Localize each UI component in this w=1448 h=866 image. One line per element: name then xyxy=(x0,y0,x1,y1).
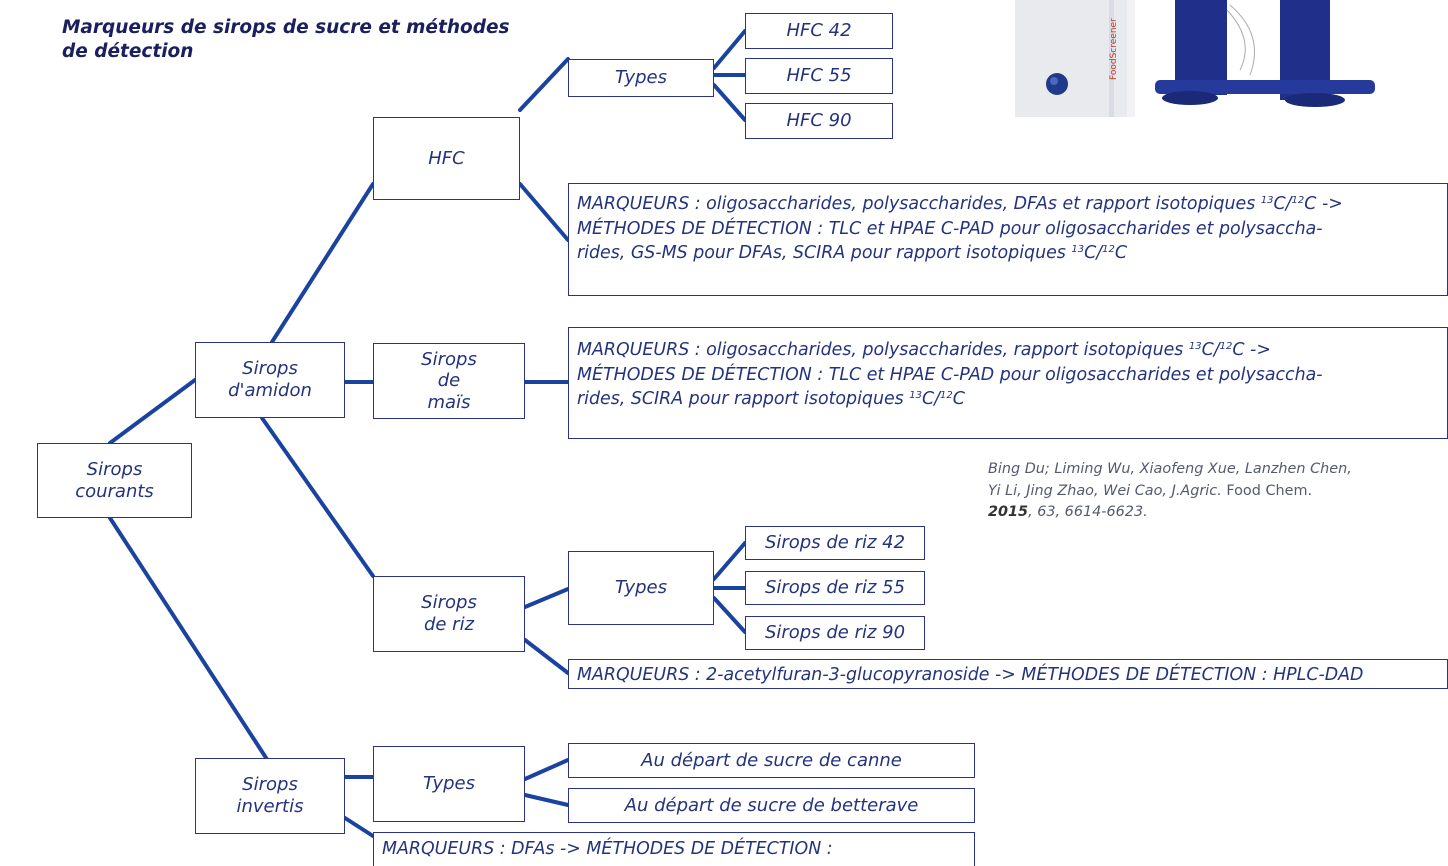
markers-mais: MARQUEURS : oligosaccharides, polysaccha… xyxy=(568,327,1448,439)
node-riz-42: Sirops de riz 42 xyxy=(745,526,925,560)
citation: Bing Du; Liming Wu, Xiaofeng Xue, Lanzhe… xyxy=(988,461,1352,521)
page-title: Marqueurs de sirops de sucre et méthodes… xyxy=(62,17,510,63)
node-hfc-55: HFC 55 xyxy=(745,58,893,94)
node-canne: Au départ de sucre de canne xyxy=(568,743,975,778)
markers-invertis: MARQUEURS : DFAs -> MÉTHODES DE DÉTECTIO… xyxy=(373,832,975,866)
markers-riz: MARQUEURS : 2-acetylfuran-3-glucopyranos… xyxy=(568,659,1448,689)
node-betterave: Au départ de sucre de betterave xyxy=(568,788,975,823)
node-hfc-types: Types xyxy=(568,59,714,97)
node-riz-55: Sirops de riz 55 xyxy=(745,571,925,605)
node-hfc: HFC xyxy=(373,117,520,200)
photo-label: FoodScreener xyxy=(1109,18,1119,80)
node-sirops-amidon: Sirops d'amidon xyxy=(195,342,345,418)
node-sirops-invertis: Sirops invertis xyxy=(195,758,345,834)
node-hfc-90: HFC 90 xyxy=(745,103,893,139)
node-invertis-types: Types xyxy=(373,746,525,822)
node-riz-90: Sirops de riz 90 xyxy=(745,616,925,650)
node-sirops-mais: Sirops de maïs xyxy=(373,343,525,419)
node-sirops-courants: Sirops courants xyxy=(37,443,192,518)
markers-hfc: MARQUEURS : oligosaccharides, polysaccha… xyxy=(568,183,1448,296)
node-hfc-42: HFC 42 xyxy=(745,13,893,49)
node-riz-types: Types xyxy=(568,551,714,625)
instrument-photo: FoodScreener xyxy=(1015,0,1448,117)
node-sirops-riz: Sirops de riz xyxy=(373,576,525,652)
